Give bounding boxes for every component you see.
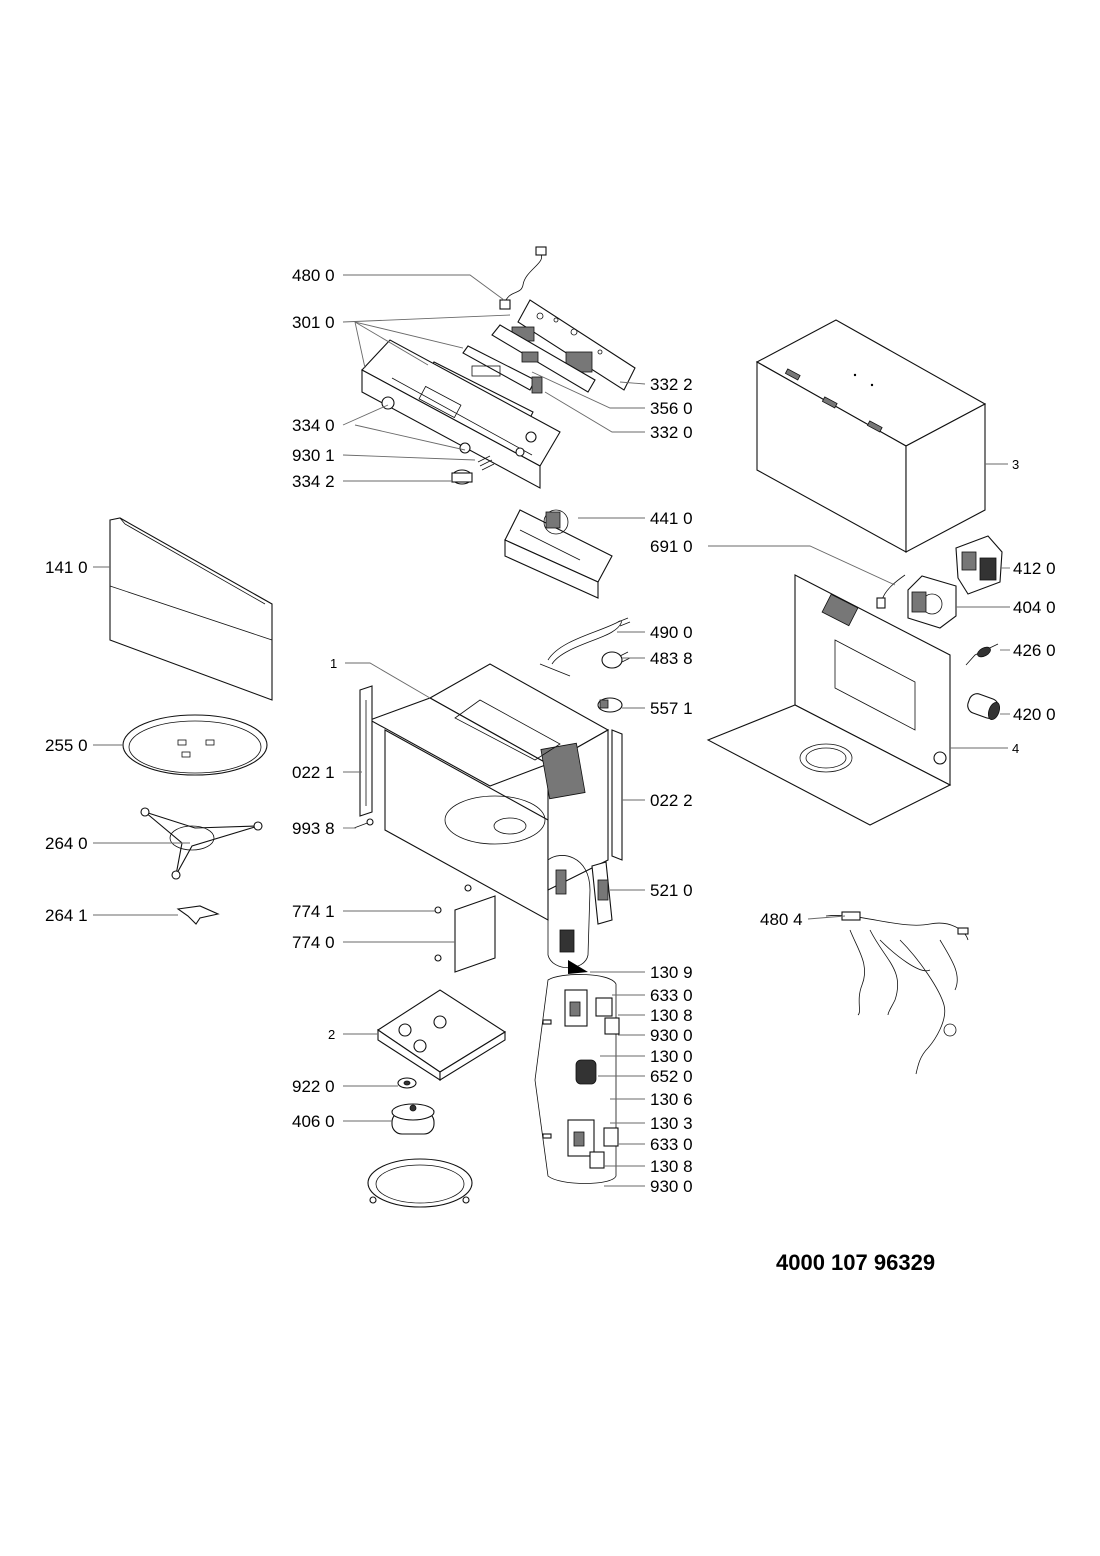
callout-774-0: 774 0 xyxy=(292,933,335,952)
coupler-264-1-drawing xyxy=(176,905,220,925)
callout-255-0: 255 0 xyxy=(45,736,88,755)
callout-022-2: 022 2 xyxy=(650,791,693,810)
callout-993-8: 993 8 xyxy=(292,819,335,838)
document-number: 4000 107 96329 xyxy=(776,1250,935,1275)
switch-detail-parts-drawing xyxy=(542,989,620,1169)
bottom-ring-drawing xyxy=(367,1158,473,1208)
callout-332-2: 332 2 xyxy=(650,375,693,394)
callout-406-0: 406 0 xyxy=(292,1112,335,1131)
callout-480-0-top: 480 0 xyxy=(292,266,335,285)
outer-casing-3-drawing xyxy=(755,319,987,553)
callout-922-0: 922 0 xyxy=(292,1077,335,1096)
callout-264-0: 264 0 xyxy=(45,834,88,853)
roller-ring-264-0-drawing xyxy=(140,807,263,880)
transformer-412-0-drawing xyxy=(955,535,1003,595)
leader-lines xyxy=(93,274,1010,1187)
callout-334-0: 334 0 xyxy=(292,416,335,435)
callout-633-0-b: 633 0 xyxy=(650,1135,693,1154)
callout-521-0: 521 0 xyxy=(650,881,693,900)
magnetron-404-0-drawing xyxy=(907,575,957,629)
callout-441-0: 441 0 xyxy=(650,509,693,528)
callout-930-0-a: 930 0 xyxy=(650,1026,693,1045)
callout-022-1: 022 1 xyxy=(292,763,335,782)
power-cord-490-0-drawing xyxy=(547,617,631,665)
wiring-harness-480-4-drawing xyxy=(825,911,969,1075)
callout-334-2: 334 2 xyxy=(292,472,335,491)
callout-130-8-a: 130 8 xyxy=(650,1006,693,1025)
switch-highlight-outline xyxy=(547,855,591,968)
callout-652-0: 652 0 xyxy=(650,1067,693,1086)
callout-141-0: 141 0 xyxy=(45,558,88,577)
control-panel-facia-drawing xyxy=(361,339,561,489)
callout-130-8-b: 130 8 xyxy=(650,1157,693,1176)
callout-130-9: 130 9 xyxy=(650,963,693,982)
cable-480-0-drawing xyxy=(499,246,547,310)
callout-691-0: 691 0 xyxy=(650,537,693,556)
callout-labels: 480 0 301 0 332 2 356 0 332 0 334 0 930 … xyxy=(45,266,1056,1196)
switch-assembly-521-0-drawing xyxy=(555,861,613,953)
plug-483-8-drawing xyxy=(539,651,631,677)
callout-930-1: 930 1 xyxy=(292,446,335,465)
callout-4: 4 xyxy=(1012,741,1019,756)
cable-691-0-drawing xyxy=(876,574,906,609)
callout-356-0: 356 0 xyxy=(650,399,693,418)
callout-633-0-a: 633 0 xyxy=(650,986,693,1005)
callout-332-0: 332 0 xyxy=(650,423,693,442)
screw-993-8-drawing xyxy=(353,818,374,829)
callout-426-0: 426 0 xyxy=(1013,641,1056,660)
base-plate-4-drawing xyxy=(706,574,952,826)
switch-detail-outline xyxy=(534,974,617,1184)
callout-774-1: 774 1 xyxy=(292,902,335,921)
cable-426-0-drawing xyxy=(965,643,999,666)
callout-130-6: 130 6 xyxy=(650,1090,693,1109)
support-plate-2-drawing xyxy=(377,989,507,1082)
oven-cavity-1-drawing xyxy=(368,663,610,921)
callout-301-0: 301 0 xyxy=(292,313,335,332)
arrow-indicator xyxy=(568,960,588,974)
knobs-drawing xyxy=(381,396,495,485)
callout-412-0: 412 0 xyxy=(1013,559,1056,578)
side-rail-022-1-drawing xyxy=(359,685,373,817)
callout-130-3: 130 3 xyxy=(650,1114,693,1133)
motor-406-0-drawing xyxy=(391,1103,435,1135)
door-141-0-drawing xyxy=(109,517,273,701)
cover-plate-774-drawing xyxy=(434,884,496,973)
callout-557-1: 557 1 xyxy=(650,699,693,718)
bracket-441-0-drawing xyxy=(504,509,613,599)
callout-3: 3 xyxy=(1012,457,1019,472)
callout-490-0: 490 0 xyxy=(650,623,693,642)
capacitor-420-0-drawing xyxy=(967,693,1001,721)
callout-264-1: 264 1 xyxy=(45,906,88,925)
callout-130-0: 130 0 xyxy=(650,1047,693,1066)
callout-483-8: 483 8 xyxy=(650,649,693,668)
callout-420-0: 420 0 xyxy=(1013,705,1056,724)
thermostat-557-1-drawing xyxy=(597,697,623,713)
callout-1: 1 xyxy=(330,656,337,671)
turntable-255-0-drawing xyxy=(122,714,268,776)
callout-480-4: 480 4 xyxy=(760,910,803,929)
callout-930-0-b: 930 0 xyxy=(650,1177,693,1196)
callout-404-0: 404 0 xyxy=(1013,598,1056,617)
callout-2: 2 xyxy=(328,1027,335,1042)
side-rail-022-2-drawing xyxy=(611,729,623,861)
spacer-922-0-drawing xyxy=(397,1077,417,1089)
